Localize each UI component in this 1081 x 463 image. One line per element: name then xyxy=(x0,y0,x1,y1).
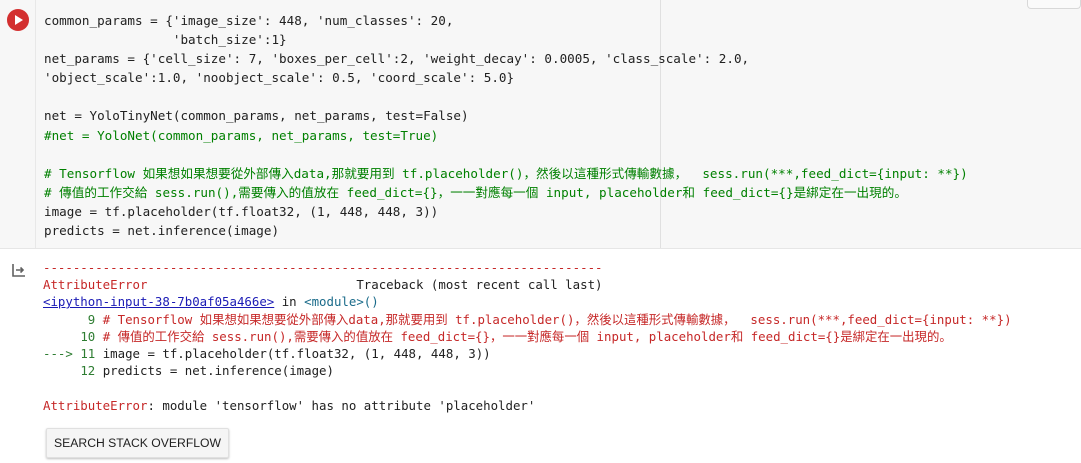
traceback-arrow: ---> xyxy=(43,346,81,362)
traceback-line-text: # 傳值的工作交給 sess.run(),需要傳入的值放在 feed_dict=… xyxy=(102,328,952,344)
traceback-line-text: predicts = net.inference(image) xyxy=(102,363,334,379)
traceback-label: Traceback (most recent call last) xyxy=(356,277,603,293)
in-word: in xyxy=(274,294,305,310)
error-output: ----------------------------------------… xyxy=(43,259,1012,414)
traceback-line-text: image = tf.placeholder(tf.float32, (1, 4… xyxy=(102,346,491,362)
traceback-line-number: 10 xyxy=(80,328,96,344)
code-line-12: predicts = net.inference(image) xyxy=(44,223,280,239)
code-line-4: 'object_scale':1.0, 'noobject_scale': 0.… xyxy=(44,70,515,86)
code-line-7: #net = YoloNet(common_params, net_params… xyxy=(44,127,439,143)
play-circle-icon xyxy=(7,9,29,31)
final-error-name: AttributeError xyxy=(43,397,148,413)
final-error-message: : module 'tensorflow' has no attribute '… xyxy=(147,397,536,413)
code-line-3: net_params = {'cell_size': 7, 'boxes_per… xyxy=(44,51,750,67)
search-stack-overflow-button[interactable]: SEARCH STACK OVERFLOW xyxy=(46,428,230,458)
code-editor[interactable]: common_params = {'image_size': 448, 'num… xyxy=(44,11,968,240)
traceback-line-number: 11 xyxy=(80,346,96,362)
error-name: AttributeError xyxy=(43,277,148,293)
run-cell-button[interactable] xyxy=(7,9,29,31)
code-cell[interactable]: common_params = {'image_size': 448, 'num… xyxy=(0,0,1081,249)
ipython-input-link[interactable]: <ipython-input-38-7b0af05a466e> xyxy=(43,294,275,310)
code-line-9: # Tensorflow 如果想如果想要從外部傳入data,那就要用到 tf.p… xyxy=(44,165,968,181)
code-line-11: image = tf.placeholder(tf.float32, (1, 4… xyxy=(44,203,439,219)
code-line-10: # 傳值的工作交給 sess.run(),需要傳入的值放在 feed_dict=… xyxy=(44,184,907,200)
traceback-line-number: 12 xyxy=(80,363,96,379)
traceback-line-text: # Tensorflow 如果想如果想要從外部傳入data,那就要用到 tf.p… xyxy=(102,311,1012,327)
code-line-1: common_params = {'image_size': 448, 'num… xyxy=(44,13,454,28)
code-line-2: 'batch_size':1} xyxy=(44,32,287,48)
gutter-divider xyxy=(35,0,36,248)
traceback-separator: ----------------------------------------… xyxy=(43,260,603,275)
code-line-6: net = YoloTinyNet(common_params, net_par… xyxy=(44,108,469,124)
module-name: <module>() xyxy=(304,294,379,310)
traceback-line-number: 9 xyxy=(87,311,96,327)
output-arrow-icon[interactable] xyxy=(11,262,27,278)
ruler-line xyxy=(660,0,661,248)
cell-toolbar[interactable] xyxy=(1027,0,1081,9)
